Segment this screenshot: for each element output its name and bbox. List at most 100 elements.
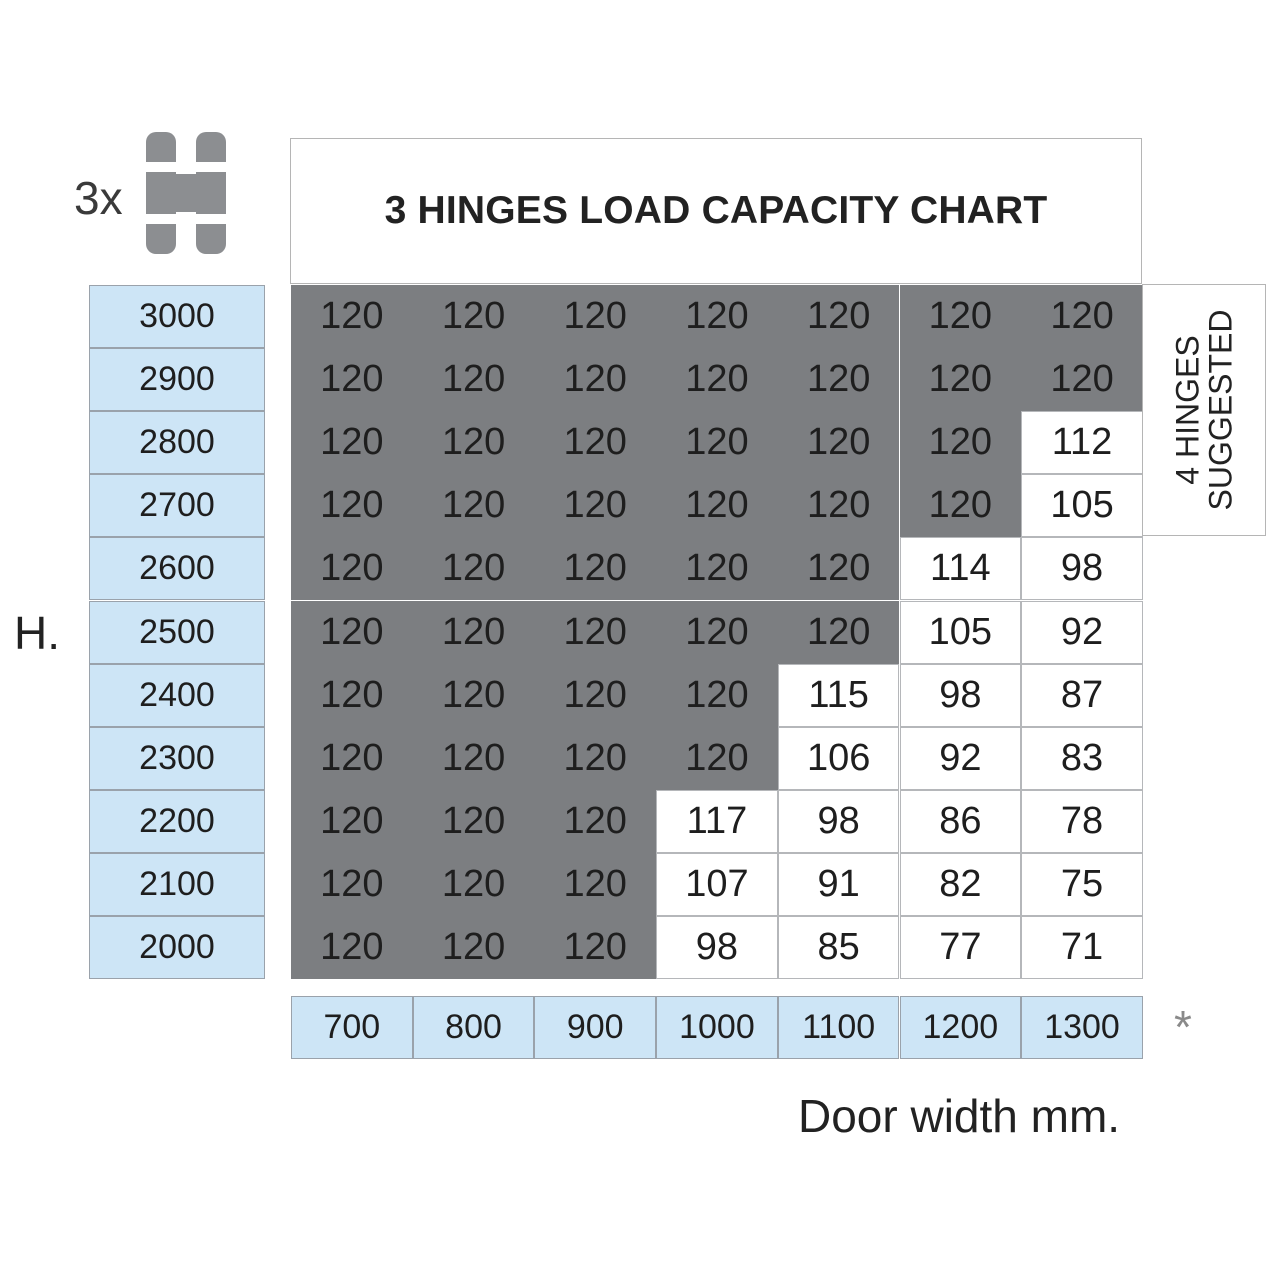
capacity-cell: 120 [291, 285, 413, 349]
capacity-cell: 120 [656, 600, 778, 664]
height-header-2900: 2900 [89, 348, 265, 412]
capacity-cell: 120 [412, 663, 535, 727]
chart-title: 3 HINGES LOAD CAPACITY CHART [384, 189, 1048, 232]
capacity-cell: 120 [656, 348, 778, 412]
capacity-cell: 120 [291, 789, 413, 853]
capacity-cell: 83 [1021, 726, 1143, 790]
capacity-cell: 120 [899, 411, 1022, 475]
width-header-1100: 1100 [777, 996, 900, 1059]
capacity-cell: 120 [412, 474, 535, 538]
asterisk-mark: * [1174, 1001, 1192, 1053]
capacity-cell: 120 [291, 726, 413, 790]
capacity-cell: 115 [777, 663, 900, 727]
width-header-700: 700 [291, 996, 413, 1059]
capacity-cell: 120 [899, 285, 1022, 349]
capacity-cell: 120 [534, 537, 657, 601]
capacity-cell: 120 [899, 348, 1022, 412]
capacity-cell: 105 [899, 600, 1022, 664]
capacity-cell: 91 [777, 852, 900, 916]
capacity-cell: 120 [412, 411, 535, 475]
capacity-cell: 71 [1021, 916, 1143, 980]
capacity-cell: 120 [534, 789, 657, 853]
width-header-1300: 1300 [1021, 996, 1143, 1059]
capacity-cell: 117 [656, 789, 778, 853]
capacity-cell: 120 [534, 411, 657, 475]
capacity-cell: 120 [412, 789, 535, 853]
capacity-cell: 98 [899, 663, 1022, 727]
capacity-cell: 105 [1021, 474, 1143, 538]
capacity-cell: 98 [777, 789, 900, 853]
capacity-cell: 92 [899, 726, 1022, 790]
width-header-1000: 1000 [656, 996, 778, 1059]
capacity-cell: 120 [534, 600, 657, 664]
height-header-2000: 2000 [89, 916, 265, 979]
capacity-cell: 120 [777, 537, 900, 601]
capacity-cell: 120 [412, 285, 535, 349]
capacity-cell: 120 [291, 663, 413, 727]
capacity-cell: 120 [412, 726, 535, 790]
four-hinges-note-text: 4 HINGES SUGGESTED [1169, 309, 1239, 511]
capacity-cell: 120 [412, 852, 535, 916]
capacity-cell: 120 [656, 663, 778, 727]
width-header-1200: 1200 [899, 996, 1022, 1059]
capacity-cell: 120 [412, 537, 535, 601]
capacity-cell: 120 [656, 537, 778, 601]
width-header-800: 800 [412, 996, 535, 1059]
capacity-cell: 120 [534, 348, 657, 412]
capacity-cell: 120 [412, 348, 535, 412]
capacity-cell: 112 [1021, 411, 1143, 475]
hinge-count-label: 3x [74, 172, 123, 224]
capacity-cell: 120 [656, 474, 778, 538]
width-header-900: 900 [534, 996, 657, 1059]
capacity-cell: 120 [777, 474, 900, 538]
capacity-cell: 75 [1021, 852, 1143, 916]
height-header-2200: 2200 [89, 789, 265, 853]
capacity-cell: 86 [899, 789, 1022, 853]
height-header-2700: 2700 [89, 474, 265, 538]
capacity-cell: 120 [412, 916, 535, 980]
y-axis-label: H. [14, 607, 60, 659]
capacity-cell: 120 [412, 600, 535, 664]
height-header-3000: 3000 [89, 285, 265, 348]
capacity-cell: 120 [656, 411, 778, 475]
capacity-cell: 77 [899, 916, 1022, 980]
height-header-2800: 2800 [89, 411, 265, 475]
capacity-cell: 120 [1021, 348, 1143, 412]
capacity-cell: 120 [534, 852, 657, 916]
capacity-cell: 120 [291, 474, 413, 538]
capacity-cell: 114 [899, 537, 1022, 601]
capacity-cell: 120 [291, 348, 413, 412]
capacity-cell: 120 [534, 663, 657, 727]
capacity-cell: 120 [291, 600, 413, 664]
capacity-cell: 120 [777, 600, 900, 664]
capacity-cell: 120 [534, 726, 657, 790]
capacity-cell: 120 [777, 285, 900, 349]
height-header-2400: 2400 [89, 663, 265, 727]
height-header-2500: 2500 [89, 600, 265, 664]
capacity-cell: 85 [777, 916, 900, 980]
capacity-cell: 106 [777, 726, 900, 790]
capacity-cell: 98 [1021, 537, 1143, 601]
capacity-cell: 92 [1021, 600, 1143, 664]
capacity-cell: 120 [777, 348, 900, 412]
capacity-cell: 120 [656, 726, 778, 790]
capacity-cell: 120 [291, 916, 413, 980]
capacity-cell: 82 [899, 852, 1022, 916]
capacity-cell: 120 [534, 916, 657, 980]
capacity-cell: 120 [1021, 285, 1143, 349]
capacity-cell: 78 [1021, 789, 1143, 853]
capacity-cell: 120 [534, 474, 657, 538]
capacity-cell: 120 [291, 537, 413, 601]
x-axis-label: Door width mm. [798, 1090, 1121, 1142]
capacity-cell: 120 [291, 852, 413, 916]
capacity-cell: 120 [656, 285, 778, 349]
capacity-cell: 107 [656, 852, 778, 916]
capacity-cell: 120 [899, 474, 1022, 538]
capacity-cell: 98 [656, 916, 778, 980]
height-header-2300: 2300 [89, 726, 265, 790]
capacity-cell: 87 [1021, 663, 1143, 727]
hinge-icon [146, 132, 226, 254]
capacity-cell: 120 [291, 411, 413, 475]
chart-title-box: 3 HINGES LOAD CAPACITY CHART [290, 138, 1142, 284]
